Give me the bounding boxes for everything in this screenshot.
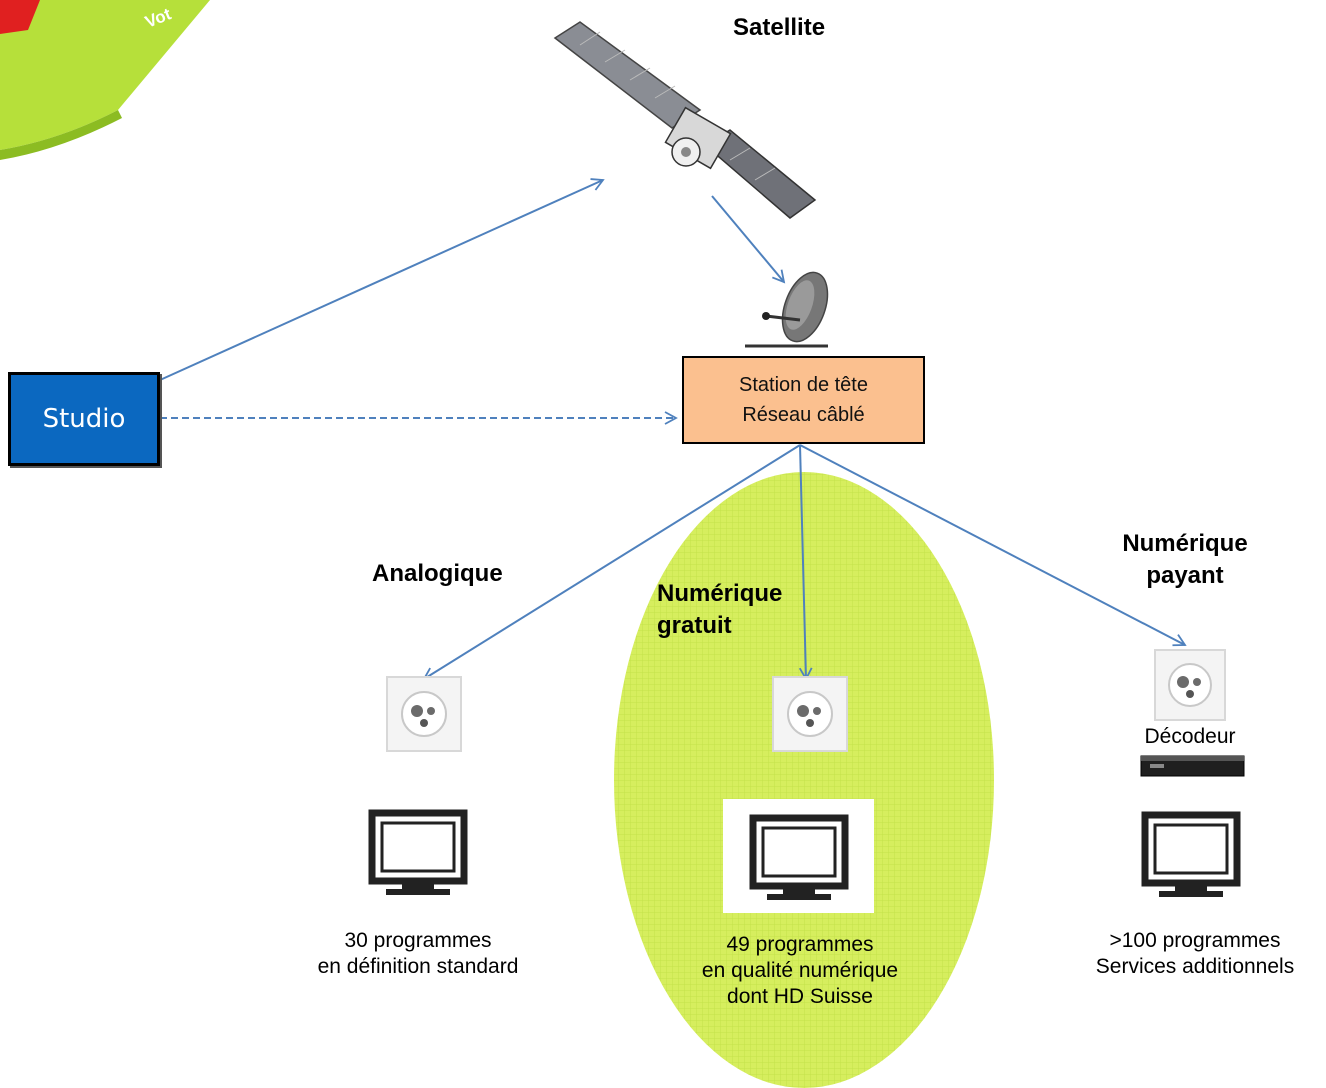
decoder-icon [1140,755,1245,777]
analog-description: 30 programmes en définition standard [268,928,568,980]
digital-paid-desc-line1: >100 programmes [1109,929,1281,952]
analog-title: Analogique [372,560,503,587]
tv-icon [749,814,849,900]
arrow-headend-to-digital-free [798,444,813,681]
digital-paid-description: >100 programmes Services additionnels [1066,928,1324,980]
arrow-satellite-to-dish [711,195,786,284]
digital-free-desc-line2: en qualité numérique [701,959,899,982]
headend-node: Station de tête Réseau câblé [682,356,925,444]
tv-icon [1141,811,1241,897]
wall-socket-icon [386,676,462,752]
arrow-headend-to-analog [422,444,801,680]
connectors [159,178,1187,681]
digital-free-title: Numérique gratuit [657,578,782,642]
headend-line1: Station de tête [739,374,868,396]
digital-free-description: 49 programmes en qualité numérique dont … [655,932,945,1010]
arrow-headend-to-digital-paid [799,444,1187,647]
studio-node: Studio [8,372,160,466]
digital-free-title-line2: gratuit [657,612,732,639]
wall-socket-icon [772,676,848,752]
digital-free-title-line1: Numérique [657,580,783,607]
headend-line2: Réseau câblé [742,404,865,426]
digital-paid-title-line1: Numérique [1122,530,1248,557]
digital-paid-desc-line2: Services additionnels [1095,955,1295,978]
digital-free-highlight [614,472,994,1088]
decoder-label: Décodeur [1144,725,1236,748]
arrow-studio-to-satellite [159,178,605,381]
digital-paid-title-line2: payant [1146,562,1224,589]
satellite-icon [553,21,817,219]
digital-paid-title: Numérique payant [1108,528,1262,592]
analog-desc-line1: 30 programmes [344,929,492,952]
satellite-dish-icon [745,271,829,348]
brand-badge: Vot [0,0,210,160]
digital-free-desc-line1: 49 programmes [726,933,874,956]
analog-desc-line2: en définition standard [317,955,519,978]
tv-icon [368,809,468,895]
studio-label: Studio [42,404,126,434]
wall-socket-icon [1154,649,1226,721]
digital-free-desc-line3: dont HD Suisse [727,985,873,1008]
satellite-label: Satellite [733,14,826,41]
